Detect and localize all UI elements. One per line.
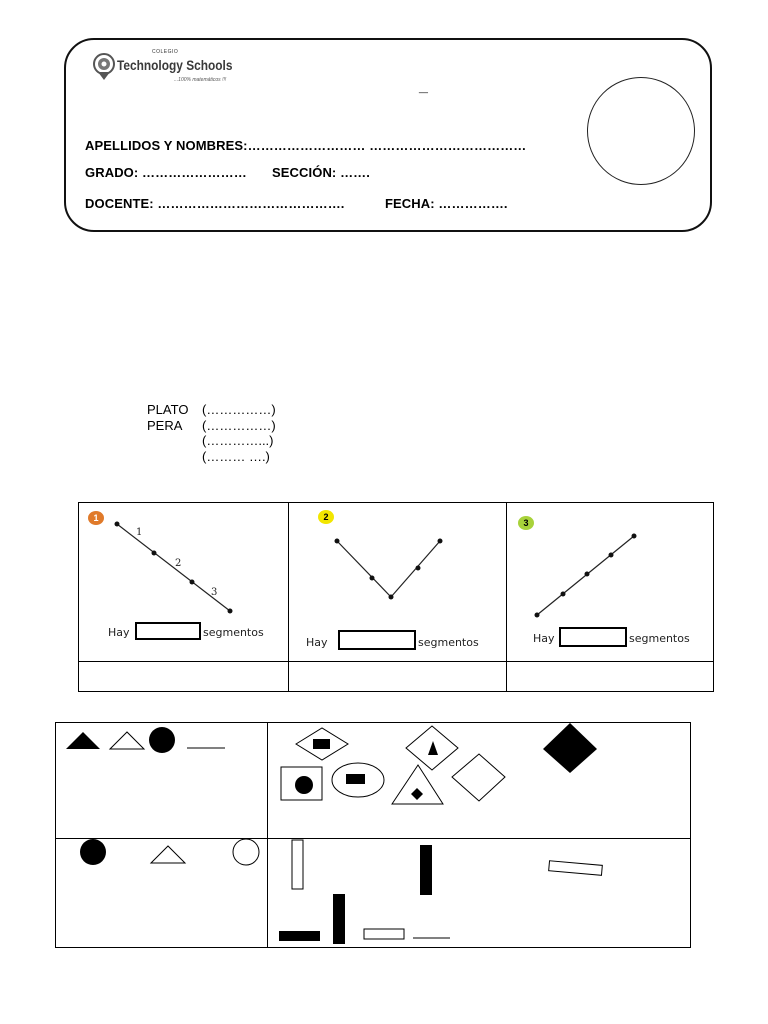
outline-rectangle-icon — [291, 839, 304, 890]
outline-diamond-icon — [405, 725, 459, 771]
segmentos-label: segmentos — [418, 636, 479, 649]
outline-rectangle-icon — [548, 860, 603, 876]
filled-rectangle-icon — [313, 739, 330, 749]
segment-exercise-2: 2 Hay segmentos — [289, 503, 507, 661]
docente-field[interactable]: DOCENTE: ……………………………………. — [85, 196, 345, 211]
filled-rectangle-icon — [279, 931, 320, 941]
table-divider — [79, 661, 713, 662]
segment-label: 2 — [175, 558, 182, 569]
filled-circle-icon — [149, 727, 175, 753]
outline-diamond-icon — [295, 727, 349, 761]
filled-diamond-icon — [411, 788, 423, 800]
word-label: PERA — [147, 417, 183, 433]
segment-label: 3 — [211, 587, 218, 598]
logo-name: Technology Schools — [117, 57, 233, 73]
outline-square-icon — [280, 766, 323, 801]
segment-label: 1 — [136, 527, 143, 538]
outline-circle-icon — [232, 838, 260, 866]
exercise-badge: 3 — [518, 516, 534, 530]
word-blank[interactable]: (……………) — [202, 417, 276, 433]
photo-circle — [587, 77, 695, 185]
exercise-badge: 1 — [88, 511, 104, 525]
segment-exercises-table: 1 1 2 3 Hay segmentos 2 Hay segmentos 3 — [78, 502, 714, 692]
shape-figures — [66, 723, 603, 944]
outline-triangle-icon — [391, 764, 444, 805]
school-logo: COLEGIO Technology Schools ...100% matem… — [92, 46, 232, 90]
logo-emblem-icon — [93, 53, 115, 80]
word-blank[interactable]: (……………) — [202, 402, 276, 417]
answer-cell[interactable] — [507, 662, 715, 692]
segmentos-label: segmentos — [203, 626, 264, 639]
fecha-field[interactable]: FECHA: ……………. — [385, 196, 508, 211]
grado-field[interactable]: GRADO: …………………… — [85, 165, 247, 180]
answer-box[interactable] — [135, 622, 201, 640]
filled-circle-icon — [295, 776, 313, 794]
filled-rectangle-icon — [420, 845, 432, 895]
answer-cell[interactable] — [79, 662, 289, 692]
exercise-badge: 2 — [318, 510, 334, 524]
seccion-field[interactable]: SECCIÓN: ……. — [272, 165, 370, 180]
filled-triangle-icon — [428, 741, 438, 755]
outline-rectangle-icon — [363, 928, 405, 940]
word-blank[interactable]: (……… ….) — [202, 448, 270, 464]
hay-label: Hay — [306, 636, 328, 649]
logo-slogan: ...100% matemáticos !!! — [174, 77, 227, 83]
outline-triangle-icon — [108, 731, 146, 750]
segment-line-figure — [114, 521, 233, 614]
segment-v-figure — [334, 538, 443, 600]
student-info-header: COLEGIO Technology Schools ...100% matem… — [64, 38, 712, 232]
answer-cell[interactable] — [289, 662, 507, 692]
word-blank[interactable]: (…………...) — [202, 433, 274, 448]
filled-circle-icon — [80, 839, 106, 865]
filled-triangle-icon — [66, 732, 100, 749]
word-label: PLATO — [147, 402, 189, 417]
table-divider — [267, 723, 268, 947]
apellidos-field[interactable]: APELLIDOS Y NOMBRES:……………………… …………………………… — [85, 138, 527, 153]
segmentos-label: segmentos — [629, 632, 690, 645]
filled-rectangle-icon — [346, 774, 365, 784]
answer-box[interactable] — [338, 630, 416, 650]
outline-triangle-icon — [149, 845, 187, 864]
segment-exercise-3: 3 Hay segmentos — [507, 503, 715, 661]
outline-ellipse-icon — [331, 762, 385, 798]
hay-label: Hay — [108, 626, 130, 639]
hay-label: Hay — [533, 632, 555, 645]
title-dash: _ — [419, 78, 428, 95]
shape-pattern-table — [55, 722, 691, 948]
outline-diamond-icon — [451, 753, 506, 802]
answer-box[interactable] — [559, 627, 627, 647]
segment-diagonal-figure — [534, 533, 637, 618]
filled-rectangle-icon — [333, 894, 345, 944]
table-divider — [56, 838, 690, 839]
segment-exercise-1: 1 1 2 3 Hay segmentos — [79, 503, 289, 661]
logo-small-text: COLEGIO — [152, 49, 179, 55]
filled-diamond-icon — [543, 723, 597, 773]
